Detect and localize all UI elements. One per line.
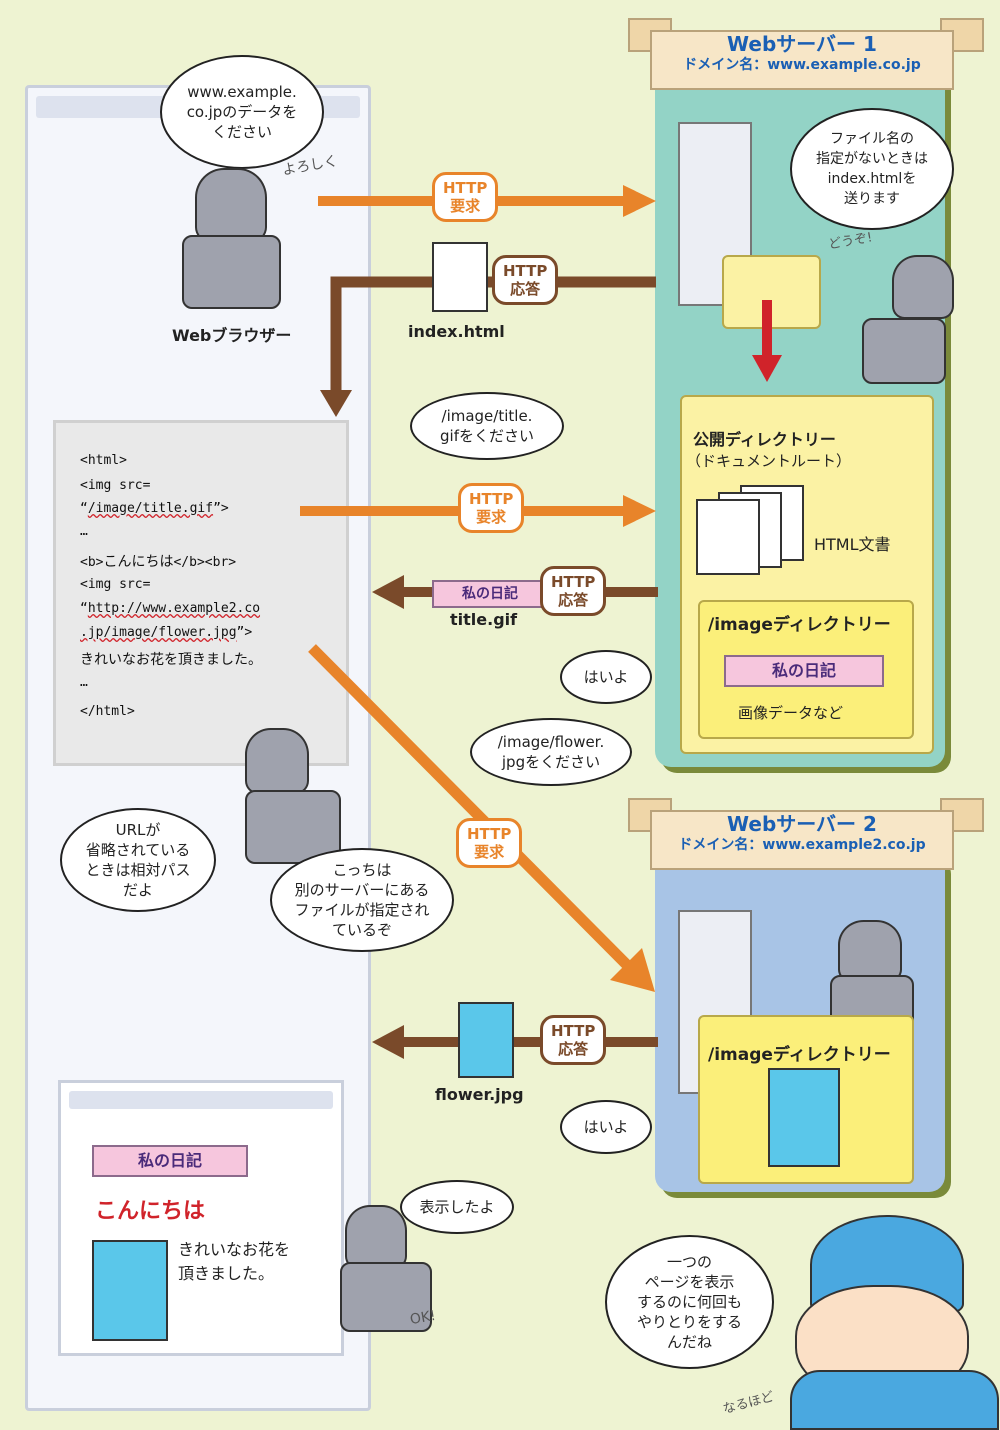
other-server-bubble: こっちは 別のサーバーにある ファイルが指定され ているぞ (270, 848, 454, 952)
relative-path-bubble: URLが 省略されている ときは相対パス だよ (60, 808, 216, 912)
html-source-document (53, 420, 349, 766)
http-response-tag-2: HTTP 応答 (540, 566, 607, 616)
request-data-bubble: www.example. co.jpのデータを ください (160, 55, 324, 169)
index-html-label: index.html (408, 322, 505, 341)
public-directory-title: 公開ディレクトリー (693, 430, 836, 449)
haiyo-bubble-2: はいよ (560, 1100, 652, 1154)
code-line-5: <b>こんにちは</b><br> (80, 554, 237, 570)
web-server-1-title: Webサーバー 1 (727, 32, 877, 56)
code-flower-url-1: http://www.example2.co (87, 601, 261, 616)
html-doc-icon-1 (696, 499, 760, 575)
code-line-2: <img src= (80, 478, 151, 493)
index-html-doc-icon (432, 242, 488, 312)
image-directory-1-caption: 画像データなど (738, 704, 844, 722)
flower-jpg-label: flower.jpg (435, 1085, 524, 1104)
code-line-4: … (80, 524, 88, 539)
html-docs-label: HTML文書 (814, 535, 891, 554)
code-line-3: “/image/title.gif”> (80, 501, 229, 516)
server-2-robot-head (838, 920, 902, 982)
rendered-diary-title: 私の日記 (92, 1145, 248, 1177)
image-directory-2-title: /imageディレクトリー (708, 1045, 891, 1065)
public-directory-subtitle: （ドキュメントルート） (686, 452, 852, 470)
code-title-gif-path: /image/title.gif (87, 501, 214, 516)
http-response-tag-1: HTTP 応答 (492, 255, 559, 305)
flower-jpg-icon (458, 1002, 514, 1078)
code-line-10: … (80, 675, 88, 690)
title-gif-icon: 私の日記 (432, 580, 548, 608)
code-line-8: .jp/image/flower.jpg”> (80, 625, 253, 640)
server-1-robot-body (862, 318, 946, 384)
title-gif-label: title.gif (450, 610, 518, 629)
server-1-robot-head (892, 255, 954, 319)
web-server-2-ribbon: Webサーバー 2 ドメイン名：www.example2.co.jp (650, 810, 954, 870)
ok-text: OK! (408, 1307, 438, 1329)
server-1-note-bubble: ファイル名の 指定がないときは index.htmlを 送ります (790, 108, 954, 230)
middle-robot-head (245, 728, 309, 794)
flower-photo-server (768, 1068, 840, 1167)
bottom-robot-body (340, 1262, 432, 1332)
red-down-arrow (752, 300, 782, 382)
web-server-2-title: Webサーバー 2 (727, 812, 877, 836)
image-directory-1-title: /imageディレクトリー (708, 615, 891, 635)
rendered-hello-text: こんにちは (95, 1199, 206, 1224)
diary-title-image-1: 私の日記 (724, 655, 884, 687)
displayed-bubble: 表示したよ (400, 1180, 514, 1234)
http-response-tag-3: HTTP 応答 (540, 1015, 607, 1065)
web-server-1-domain: ドメイン名：www.example.co.jp (683, 57, 921, 73)
http-request-tag-2: HTTP 要求 (458, 483, 525, 533)
web-browser-label: Webブラウザー (172, 326, 292, 345)
haiyo-bubble-1: はいよ (560, 650, 652, 704)
character-body (790, 1370, 999, 1430)
rendered-flower-image (92, 1240, 168, 1341)
browser-robot-body (182, 235, 281, 309)
http-request-tag-3: HTTP 要求 (456, 818, 523, 868)
rendered-page-address-bar (69, 1091, 333, 1109)
code-line-1: <html> (80, 453, 127, 468)
bottom-robot-head (345, 1205, 407, 1269)
web-server-1-ribbon: Webサーバー 1 ドメイン名：www.example.co.jp (650, 30, 954, 90)
code-line-9: きれいなお花を頂きました。 (80, 652, 262, 668)
rendered-body-text: きれいなお花を 頂きました。 (178, 1240, 291, 1283)
flower-request-bubble: /image/flower. jpgをください (470, 718, 632, 786)
title-request-bubble: /image/title. gifをください (410, 392, 564, 460)
http-response-arrow-3 (372, 1025, 658, 1059)
browser-robot-head (195, 168, 267, 242)
code-line-6: <img src= (80, 577, 151, 592)
code-line-7: “http://www.example2.co (80, 601, 261, 616)
http-request-tag-1: HTTP 要求 (432, 172, 499, 222)
web-server-2-domain: ドメイン名：www.example2.co.jp (678, 837, 926, 853)
code-flower-url-2: .jp/image/flower.jpg (80, 625, 237, 640)
many-exchanges-bubble: 一つの ページを表示 するのに何回も やりとりをする んだね (605, 1235, 774, 1369)
http-request-arrow-3 (308, 644, 655, 992)
code-line-11: </html> (80, 704, 135, 719)
naruhodo-text: なるほど (721, 1389, 776, 1418)
